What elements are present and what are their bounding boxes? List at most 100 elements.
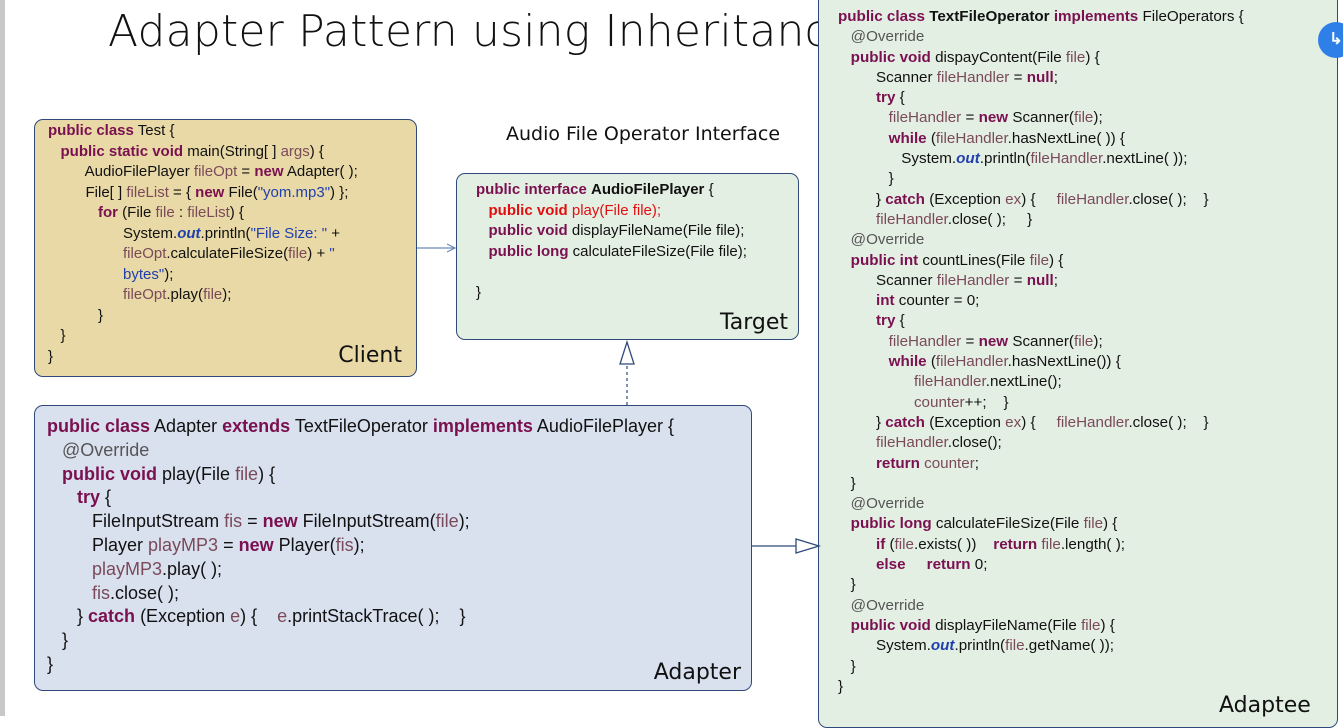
code-token: = { <box>168 183 196 201</box>
code-token: new <box>254 163 284 180</box>
code-token: { <box>895 312 905 330</box>
code-token: @Override <box>850 596 925 614</box>
code-token: playMP3 <box>92 558 163 579</box>
code-token: fileHandler <box>1056 190 1129 208</box>
code-line: public void play(File file); <box>476 201 747 222</box>
code-token: .println( <box>954 637 1006 655</box>
code-token: = <box>961 109 979 127</box>
code-token: ; <box>1053 68 1058 86</box>
code-token: while <box>888 129 927 147</box>
code-token: TextFileOperator <box>929 8 1050 25</box>
code-token: fileHandler <box>936 68 1010 86</box>
code-token: System. <box>838 150 957 168</box>
code-line: } <box>838 474 1244 494</box>
code-line: } <box>48 326 358 347</box>
client-box: public class Test { public static void m… <box>34 119 417 377</box>
code-token: "File Size: " <box>250 224 328 242</box>
code-token: .printStackTrace( ); } <box>287 606 466 627</box>
code-token: Adapter <box>150 416 223 436</box>
code-line: AudioFilePlayer fileOpt = new Adapter( )… <box>48 162 358 183</box>
code-token: countLines(File <box>918 251 1030 269</box>
adaptee-box: public class TextFileOperator implements… <box>818 0 1338 728</box>
code-token: System. <box>838 637 931 655</box>
code-line: public int countLines(File file) { <box>838 251 1244 271</box>
code-token: } <box>47 630 69 651</box>
code-token: displayFileName(File file); <box>567 222 745 239</box>
code-token: .close( ); <box>110 582 180 603</box>
code-token: ) { <box>1085 48 1100 66</box>
code-token: file <box>1041 535 1061 553</box>
code-line: public long calculateFileSize(File file)… <box>838 514 1244 534</box>
code-token: AudioFilePlayer <box>48 163 194 180</box>
code-token: ++; } <box>964 393 1009 411</box>
code-token: fileHandler <box>888 109 962 127</box>
adapter-code: public class Adapter extends TextFileOpe… <box>47 415 674 677</box>
code-token: ) { <box>1100 616 1115 634</box>
code-line: int counter = 0; <box>838 291 1244 311</box>
code-token: } <box>838 170 894 188</box>
code-token: ); <box>458 511 470 532</box>
code-token: System. <box>48 224 178 242</box>
code-token: null <box>1026 271 1054 289</box>
code-token: fileList <box>187 204 230 221</box>
code-token: ( <box>926 353 936 371</box>
code-token: .hasNextLine()) { <box>1007 353 1121 371</box>
code-token: bytes" <box>123 265 165 283</box>
code-token: = <box>242 511 263 532</box>
code-token: } <box>47 653 54 674</box>
code-token: "yom.mp3" <box>257 183 331 201</box>
code-line: public interface AudioFilePlayer { <box>476 180 747 201</box>
code-token: fileHandler <box>1056 413 1129 431</box>
code-token: File[ ] <box>48 183 127 201</box>
code-token: new <box>978 109 1009 127</box>
code-token: .nextLine( )); <box>1102 150 1188 168</box>
code-token: public void <box>488 201 568 219</box>
code-token: (Exception <box>924 190 1006 208</box>
slide-title: Adapter Pattern using Inheritance <box>108 6 857 57</box>
code-token: Test { <box>133 122 175 139</box>
code-token: if <box>875 535 886 553</box>
code-token: @Override <box>850 495 925 513</box>
code-token: : <box>174 204 188 221</box>
code-token: public long <box>488 242 569 260</box>
code-line: System.out.println("File Size: " + <box>48 224 358 245</box>
code-token: null <box>1026 68 1054 86</box>
code-token: } <box>838 657 856 675</box>
code-token: ex <box>1005 413 1022 431</box>
code-token: { <box>100 487 112 508</box>
code-token: { <box>895 89 905 107</box>
code-token: fileHandler <box>1030 150 1103 168</box>
code-token: fileHandler <box>913 373 986 391</box>
code-token: file <box>1073 332 1094 350</box>
app-launcher-icon[interactable]: ↳ <box>1318 22 1343 58</box>
code-token: implements <box>1053 8 1139 25</box>
code-token: public int <box>850 251 919 269</box>
code-token: ) { <box>1103 515 1118 533</box>
code-token: out <box>177 224 201 242</box>
code-token: TextFileOperator <box>290 416 433 436</box>
client-uses-target-arrow <box>417 243 457 253</box>
code-line: } catch (Exception e) { e.printStackTrac… <box>47 605 674 629</box>
code-token: public void <box>850 616 931 634</box>
code-token: ); <box>1093 109 1103 127</box>
code-line: System.out.println(file.getName( )); <box>838 636 1244 656</box>
target-box: public interface AudioFilePlayer { publi… <box>456 173 799 340</box>
adapter-label: Adapter <box>653 660 741 685</box>
target-label: Target <box>719 310 788 335</box>
code-token: .exists( )) <box>913 535 994 553</box>
code-line: } <box>47 653 674 677</box>
code-token: counter = 0; <box>894 292 980 310</box>
code-token: ) { <box>1021 413 1057 431</box>
code-token: @Override <box>62 439 150 460</box>
code-token: for <box>98 204 119 221</box>
code-token: public static void <box>60 142 184 160</box>
code-line: } catch (Exception ex) { fileHandler.clo… <box>838 190 1244 210</box>
code-token: return <box>926 556 971 574</box>
code-token: fileHandler <box>935 353 1008 371</box>
code-token: .nextLine(); <box>985 373 1062 391</box>
code-token: try <box>875 312 896 330</box>
code-token: } <box>48 347 54 365</box>
adapter-implements-target-arrow <box>619 339 635 405</box>
adapter-extends-adaptee-arrow <box>752 538 822 554</box>
